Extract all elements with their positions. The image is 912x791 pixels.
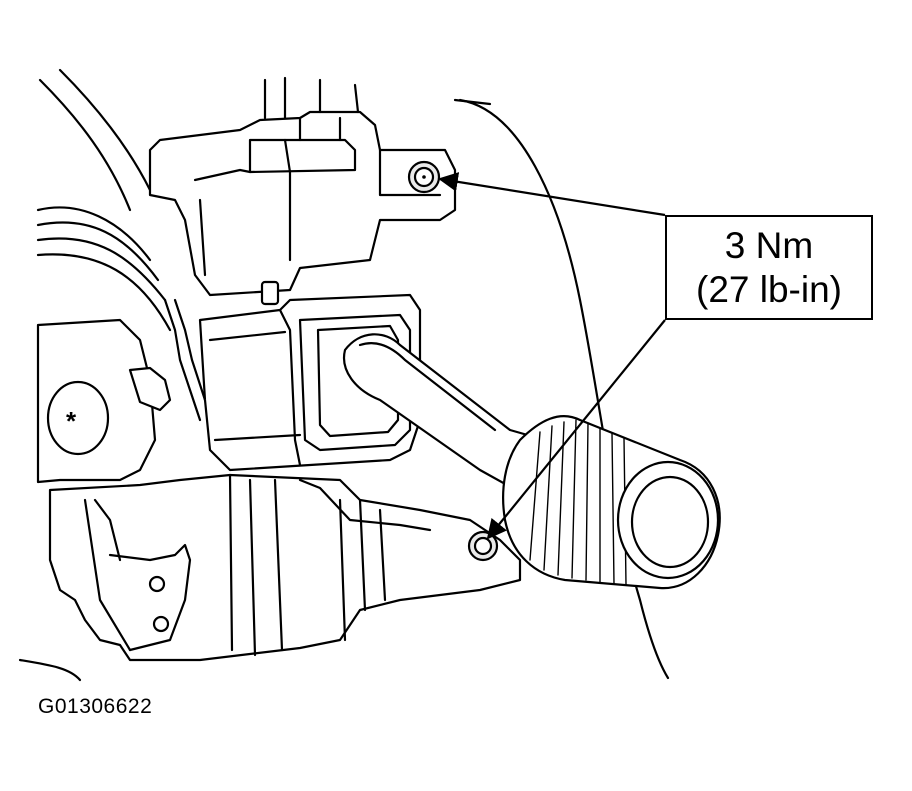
asterisk-marker: * xyxy=(66,406,77,436)
column-cover-rim xyxy=(453,98,492,106)
round-plug xyxy=(46,380,110,456)
column-cover-outline xyxy=(458,98,670,680)
leader-arrow-upper xyxy=(438,172,666,217)
torque-metric-label: 3 Nm xyxy=(724,224,814,266)
figure-id-label: G01306622 xyxy=(38,695,153,718)
leader-arrow-lower xyxy=(486,319,666,540)
wiring-lines xyxy=(38,78,132,212)
stalk-knob xyxy=(502,415,721,590)
upper-bolt xyxy=(407,160,441,194)
torque-callout-box: 3 Nm (27 lb-in) xyxy=(665,215,873,320)
upper-housing xyxy=(148,110,457,297)
lower-housing xyxy=(48,473,522,662)
lower-bolt xyxy=(467,530,499,562)
torque-imperial-label: (27 lb-in) xyxy=(696,268,842,310)
wiring-clip xyxy=(128,366,172,412)
